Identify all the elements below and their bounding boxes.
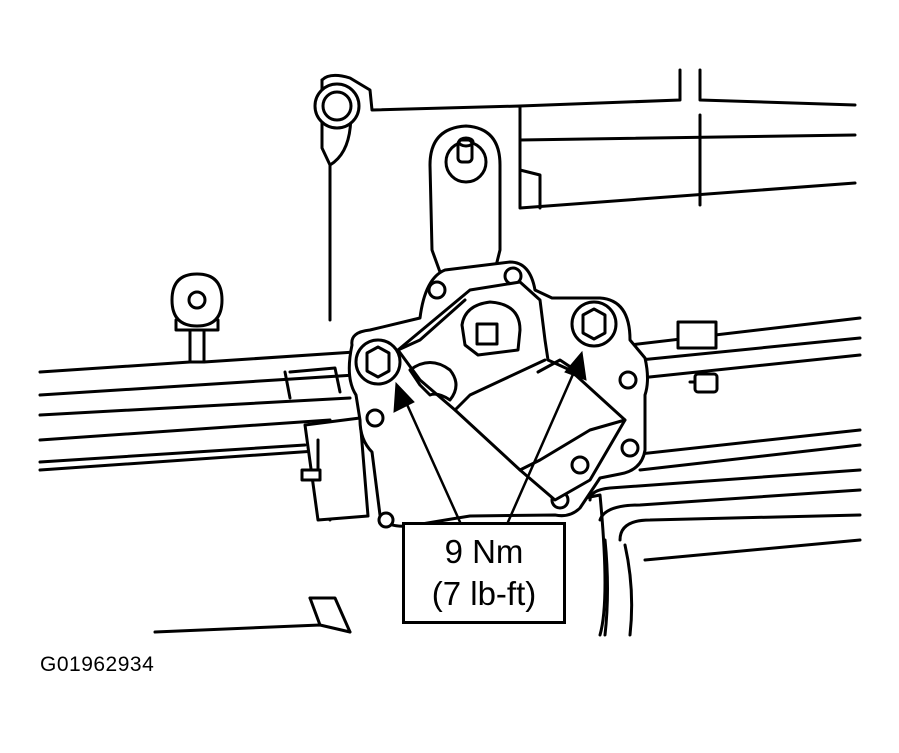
upper-housing: [320, 68, 857, 322]
left-hex-bolt: [354, 338, 402, 386]
top-mount-boss: [313, 82, 361, 130]
leader-arrows: [393, 350, 587, 524]
right-hex-bolt: [570, 300, 618, 348]
torque-callout: 9 Nm (7 lb-ft): [402, 522, 566, 624]
left-rails: [38, 350, 357, 464]
figure-id-label: G01962934: [40, 653, 155, 676]
right-arrowhead: [564, 350, 587, 381]
torque-imperial-label: (7 lb-ft): [431, 575, 537, 612]
right-rails: [628, 316, 862, 472]
actuator-body: [396, 280, 627, 502]
electrical-connector: [300, 416, 370, 522]
left-arrowhead: [393, 381, 415, 413]
torque-metric-label: 9 Nm: [444, 533, 524, 570]
left-mount-post: [170, 272, 224, 364]
lever-arm: [428, 124, 502, 274]
output-shaft: [408, 300, 522, 402]
